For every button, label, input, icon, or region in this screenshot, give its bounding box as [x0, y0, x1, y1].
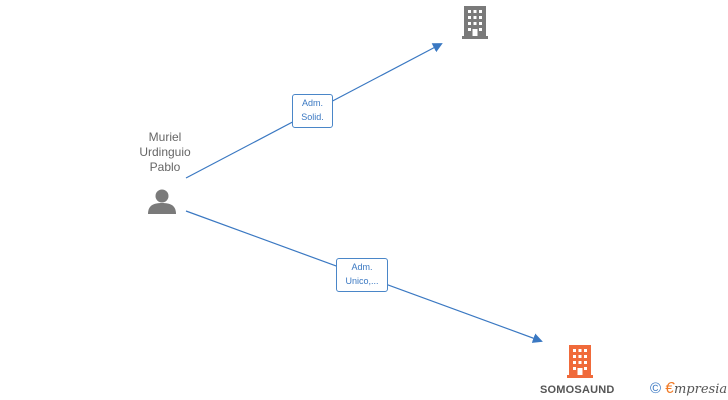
edge-label-line: Solid. [301, 112, 324, 122]
brand-name: mpresia [673, 382, 728, 397]
building-icon[interactable] [462, 6, 488, 39]
person-name[interactable]: Muriel Urdinguio Pablo [120, 130, 210, 175]
company-name[interactable]: SOMOSAUND [540, 384, 615, 396]
watermark: ©€mpresia [650, 380, 727, 398]
edge-label-line: Unico,... [345, 276, 379, 286]
person-name-line: Muriel [148, 130, 182, 144]
person-name-line: Urdinguio [139, 145, 191, 159]
edge-label-line: Adm. [351, 262, 373, 272]
person-name-line: Pablo [149, 160, 181, 174]
edge-label-line: Adm. [301, 98, 323, 108]
edge-label-adm-unico[interactable]: Adm. Unico,... [336, 258, 388, 292]
brand-logo-letter: € [665, 380, 674, 397]
person-icon[interactable] [148, 189, 176, 215]
copyright-symbol: © [650, 380, 662, 397]
edge-label-adm-solid[interactable]: Adm. Solid. [292, 94, 333, 128]
building-icon[interactable] [567, 345, 593, 378]
